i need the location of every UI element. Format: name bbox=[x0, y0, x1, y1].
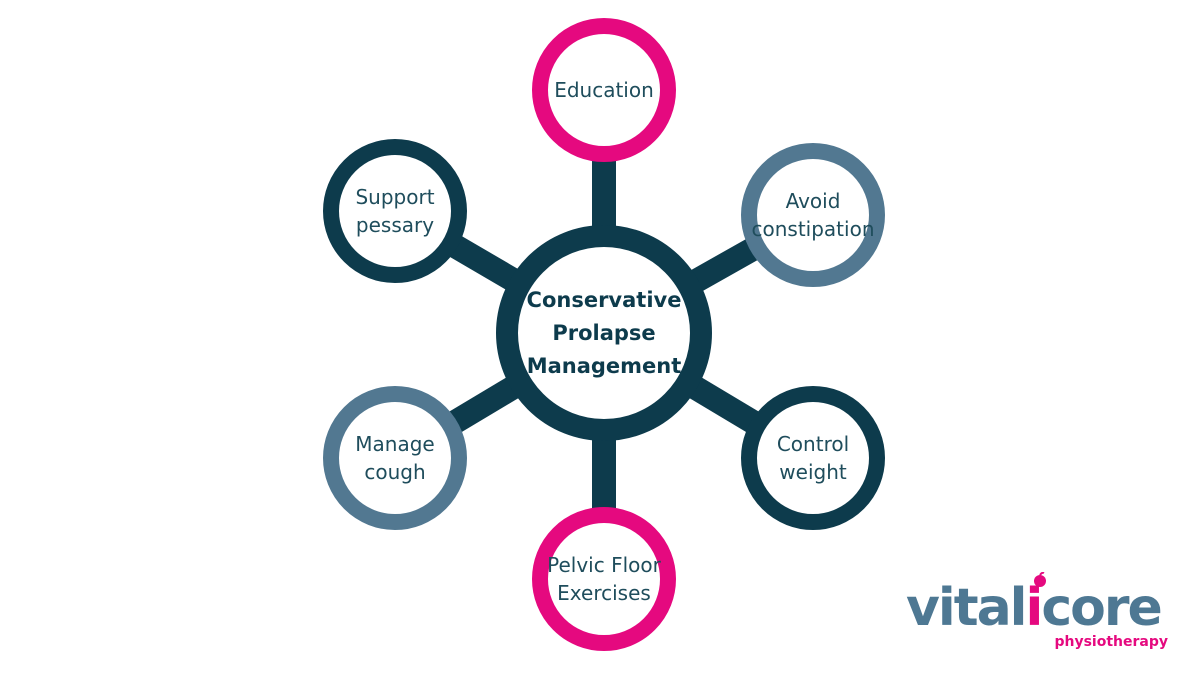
node-ring-manage-cough bbox=[323, 386, 467, 530]
node-ring-pelvic-floor-exercises bbox=[532, 507, 676, 651]
spoke-nodes: EducationAvoidconstipationControlweightP… bbox=[323, 18, 885, 651]
center-label-1: Conservative bbox=[527, 288, 682, 312]
apple-icon bbox=[1033, 572, 1046, 587]
logo-vital: vital bbox=[906, 578, 1027, 638]
node-education: Education bbox=[532, 18, 676, 162]
center-ring bbox=[496, 225, 712, 441]
node-label-control-weight-2: weight bbox=[779, 460, 847, 484]
node-label-control-weight-1: Control bbox=[777, 432, 849, 456]
node-label-education-1: Education bbox=[554, 78, 654, 102]
node-ring-avoid-constipation bbox=[741, 143, 885, 287]
node-ring-education bbox=[532, 18, 676, 162]
node-label-avoid-constipation-2: constipation bbox=[752, 217, 875, 241]
center-label-3: Management bbox=[527, 354, 682, 378]
logo-i-letter: i bbox=[1025, 578, 1044, 638]
node-label-support-pessary-2: pessary bbox=[356, 213, 434, 237]
logo-core: core bbox=[1041, 578, 1162, 638]
node-avoid-constipation: Avoid constipation bbox=[741, 143, 885, 287]
node-label-manage-cough-1: Manage bbox=[355, 432, 434, 456]
center-label-2: Prolapse bbox=[552, 321, 655, 345]
node-label-manage-cough-2: cough bbox=[364, 460, 425, 484]
node-label-avoid-constipation-1: Avoid bbox=[786, 189, 841, 213]
node-support-pessary: Support pessary bbox=[323, 139, 467, 283]
node-manage-cough: Manage cough bbox=[323, 386, 467, 530]
logo-subtitle: physiotherapy bbox=[1054, 634, 1168, 650]
node-label-support-pessary-1: Support bbox=[355, 185, 434, 209]
logo-i: i bbox=[1025, 572, 1046, 638]
node-control-weight: Control weight bbox=[741, 386, 885, 530]
node-ring-support-pessary bbox=[323, 139, 467, 283]
node-ring-control-weight bbox=[741, 386, 885, 530]
node-label-pelvic-floor-exercises-2: Exercises bbox=[557, 581, 651, 605]
node-label-pelvic-floor-exercises-1: Pelvic Floor bbox=[547, 553, 661, 577]
